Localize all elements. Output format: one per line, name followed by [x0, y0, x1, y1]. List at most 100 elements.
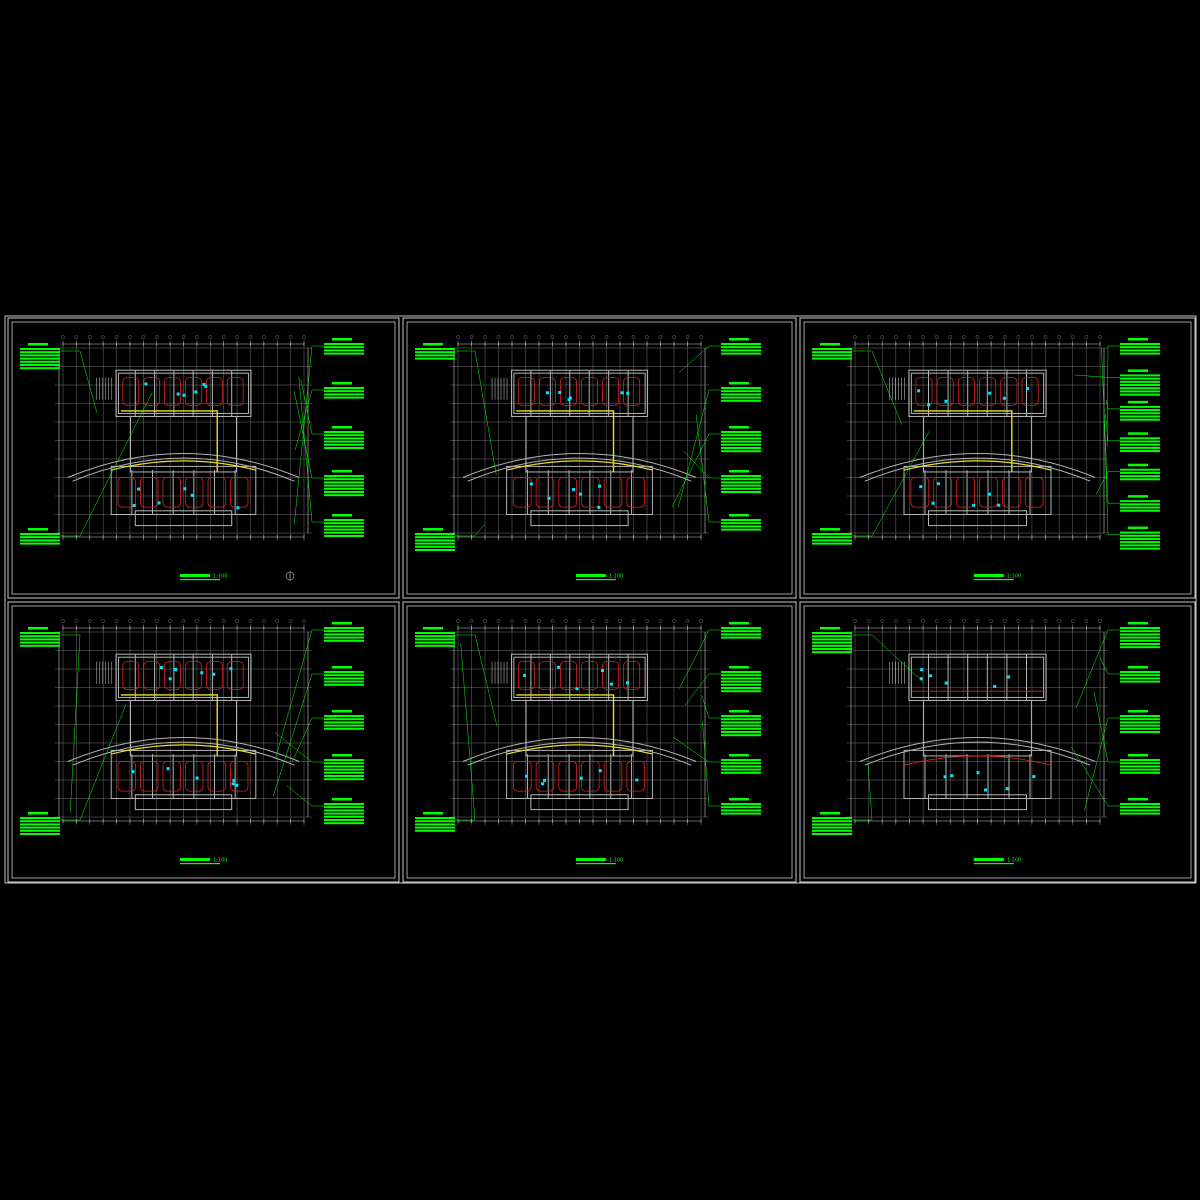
device-marker-icon	[625, 681, 629, 685]
annotation-text-line	[812, 635, 852, 638]
device-marker-icon	[944, 681, 948, 685]
device-marker-icon	[598, 769, 602, 773]
branch-loop-lower	[603, 761, 623, 792]
annotation-text-line	[415, 638, 455, 641]
device-marker-icon	[984, 788, 988, 792]
annotation-text-line	[721, 765, 761, 768]
grid-axis-bubble	[128, 335, 132, 339]
grid-axis-bubble	[866, 335, 871, 339]
annotation-text-line	[324, 535, 364, 537]
branch-loop-upper	[143, 661, 161, 690]
grid-axis-bubble	[248, 335, 253, 339]
grid-axis-bubble	[1016, 335, 1021, 339]
annotation-text-line	[812, 833, 852, 835]
annotation-text-line	[324, 636, 364, 639]
grid-axis-bubble	[1016, 619, 1021, 623]
annotation-text-line	[1120, 630, 1160, 633]
grid-axis-bubble	[302, 335, 306, 339]
annotation-leader-line	[60, 634, 81, 812]
annotation-text-line	[1120, 509, 1160, 512]
grid-axis-bubble	[483, 619, 487, 623]
dimension-lines	[850, 626, 1105, 823]
grid-axis-bubble	[921, 619, 925, 623]
grid-axis-bubble	[510, 335, 514, 339]
annotation-title-bar	[423, 627, 443, 630]
curved-canopy	[859, 736, 1096, 762]
grid-axis-bubble	[537, 335, 541, 339]
device-marker-icon	[568, 396, 572, 400]
device-marker-icon	[567, 398, 571, 402]
device-marker-icon	[578, 492, 582, 496]
grid-axis-bubble	[699, 335, 703, 339]
central-core-outline	[129, 699, 238, 757]
annotation-leader-line	[852, 763, 873, 821]
grid-axis-bubble	[262, 335, 266, 339]
sheet-scale-label: 1:100	[1007, 574, 1021, 580]
grid-axis-bubble	[288, 619, 293, 623]
annotation-text-line	[721, 812, 761, 815]
annotation-title-bar	[729, 710, 749, 713]
sheet-title-block: 1:100	[575, 574, 623, 581]
branch-loop-lower	[185, 477, 204, 508]
annotation-text-line	[415, 539, 455, 542]
annotation-text-line	[20, 364, 60, 366]
sheet-set-outer-frame	[4, 315, 1197, 884]
device-marker-icon	[547, 496, 551, 500]
annotation-text-line	[721, 390, 761, 393]
annotation-title-bar	[1128, 754, 1148, 757]
branch-loop-upper	[581, 377, 598, 406]
annotation-text-line	[721, 771, 761, 774]
device-marker-icon	[235, 783, 239, 787]
grid-axis-bubble	[907, 619, 912, 623]
annotation-text-line	[1120, 478, 1160, 481]
sheet-border-inner	[803, 321, 1192, 595]
annotation-text-line	[324, 819, 364, 821]
device-marker-icon	[212, 672, 216, 676]
device-marker-icon	[231, 782, 235, 786]
device-marker-icon	[131, 770, 135, 774]
curved-canopy	[859, 452, 1096, 478]
annotation-tables	[415, 622, 761, 832]
device-marker-icon	[232, 778, 236, 782]
annotation-text-line	[1120, 544, 1160, 547]
sheet-border-outer	[799, 601, 1196, 883]
annotation-title-bar	[729, 622, 749, 625]
annotation-leader-line	[60, 392, 153, 537]
grid-axis-bubble	[1070, 619, 1075, 623]
annotation-text-line	[324, 393, 364, 396]
grid-axis-bubble	[962, 619, 966, 623]
grid-axis-bubble	[1002, 619, 1007, 623]
entrance-block	[928, 510, 1027, 527]
branch-loop-upper	[1000, 377, 1018, 406]
grid-axis-bubble	[221, 619, 226, 623]
annotation-leader-line	[60, 704, 127, 821]
stair-block	[491, 661, 508, 684]
annotation-text-line	[1120, 680, 1160, 683]
annotation-text-line	[415, 549, 455, 551]
annotation-leader-line	[455, 643, 476, 821]
annotation-text-line	[1120, 500, 1160, 503]
grid-axis-bubble	[880, 619, 885, 623]
annotation-text-line	[324, 718, 364, 721]
sheet-scale-label: 1:100	[213, 574, 227, 580]
annotation-text-line	[324, 768, 364, 771]
annotation-text-line	[324, 343, 364, 345]
annotation-text-line	[721, 803, 761, 805]
annotation-text-line	[415, 823, 455, 826]
annotation-text-line	[721, 759, 761, 761]
annotation-text-line	[1120, 437, 1160, 440]
main-supply-pipe	[120, 694, 218, 756]
device-marker-icon	[927, 403, 931, 407]
main-supply-pipe	[516, 410, 615, 472]
sheet-scale-label: 1:100	[213, 858, 227, 864]
sheet-title-underline	[180, 579, 221, 581]
annotation-text-line	[20, 354, 60, 357]
stair-block	[96, 661, 113, 684]
grid-axis-bubble	[221, 335, 226, 339]
annotation-title-bar	[1128, 432, 1148, 435]
device-marker-icon	[579, 776, 583, 780]
annotation-title-bar	[729, 470, 749, 473]
annotation-title-bar	[729, 514, 749, 517]
annotation-text-line	[415, 644, 455, 647]
annotation-text-line	[324, 727, 364, 730]
